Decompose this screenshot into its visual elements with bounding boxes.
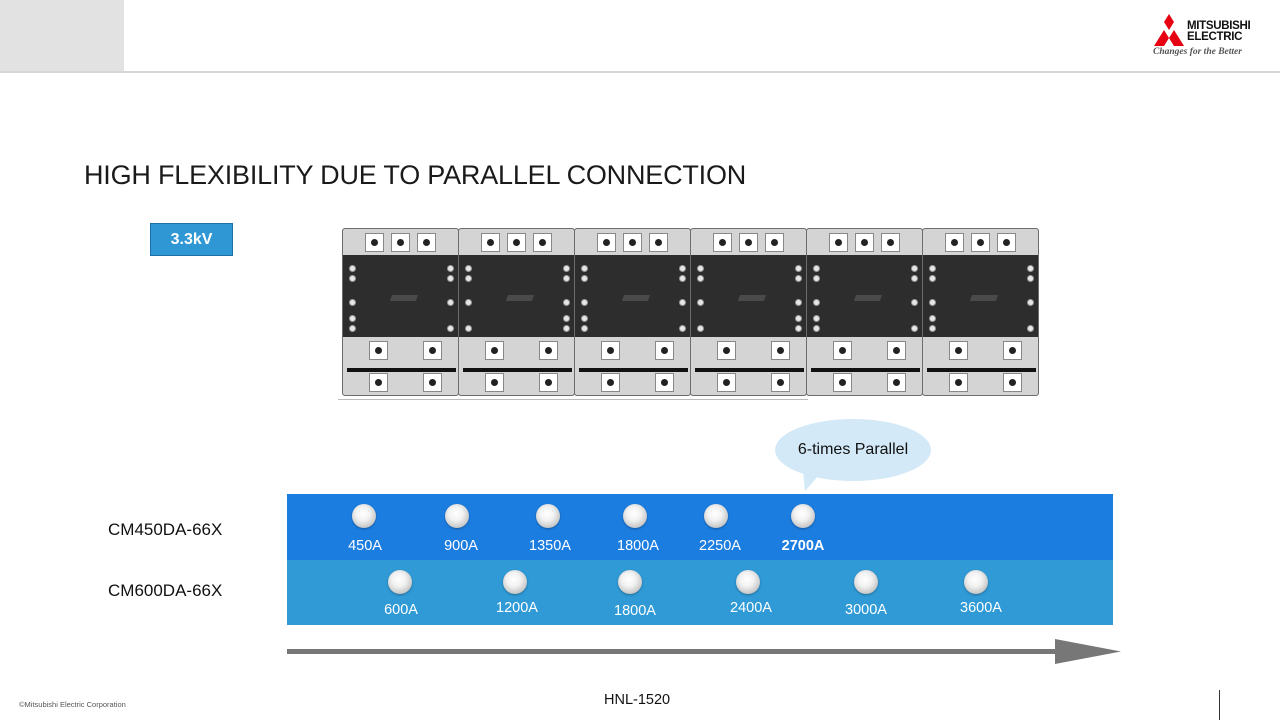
- current-marker-dot: [623, 504, 647, 528]
- current-label: 1800A: [617, 538, 659, 554]
- header-gray-block: [0, 0, 124, 72]
- current-marker-dot: [791, 504, 815, 528]
- current-marker-dot: [704, 504, 728, 528]
- copyright-text: ©Mitsubishi Electric Corporation: [19, 700, 126, 709]
- current-marker-dot: [536, 504, 560, 528]
- igbt-module: [690, 228, 807, 396]
- cm450-band: [287, 494, 1113, 560]
- igbt-module: [922, 228, 1039, 396]
- igbt-module: [574, 228, 691, 396]
- igbt-module: [342, 228, 459, 396]
- increase-arrow-icon: [287, 639, 1121, 664]
- current-label: 600A: [384, 602, 418, 618]
- three-diamonds-icon: [1154, 14, 1184, 46]
- mitsubishi-electric-logo: MITSUBISHI ELECTRIC Changes for the Bett…: [1150, 12, 1270, 62]
- model-label-cm600: CM600DA-66X: [108, 581, 223, 600]
- model-label-cm450: CM450DA-66X: [108, 520, 223, 539]
- header-rule: [0, 71, 1280, 73]
- igbt-modules-image: [338, 228, 1042, 400]
- footer-divider: [1219, 690, 1220, 720]
- current-label: 450A: [348, 538, 382, 554]
- current-label: 1200A: [496, 600, 538, 616]
- current-marker-dot: [388, 570, 412, 594]
- slide-title: HIGH FLEXIBILITY DUE TO PARALLEL CONNECT…: [84, 160, 747, 190]
- current-marker-dot: [618, 570, 642, 594]
- current-label: 1800A: [614, 603, 656, 619]
- current-label: 900A: [444, 538, 478, 554]
- current-marker-dot: [854, 570, 878, 594]
- speech-bubble-icon: [775, 419, 931, 491]
- callout-text: 6-times Parallel: [797, 441, 909, 458]
- voltage-badge: 3.3kV: [150, 223, 233, 256]
- current-label: 2700A: [781, 538, 825, 554]
- document-number: HNL-1520: [604, 692, 671, 708]
- igbt-module: [458, 228, 575, 396]
- current-label: 3000A: [845, 602, 887, 618]
- current-label: 2400A: [730, 600, 772, 616]
- current-marker-dot: [964, 570, 988, 594]
- current-marker-dot: [352, 504, 376, 528]
- logo-tagline: Changes for the Better: [1153, 47, 1242, 57]
- current-label: 2250A: [699, 538, 741, 554]
- igbt-module: [806, 228, 923, 396]
- modules-baseline: [338, 399, 808, 400]
- current-marker-dot: [503, 570, 527, 594]
- current-marker-dot: [736, 570, 760, 594]
- current-label: 3600A: [960, 600, 1002, 616]
- parallel-callout: 6-times Parallel: [775, 419, 931, 491]
- logo-name-line1: MITSUBISHI: [1187, 20, 1251, 32]
- current-label: 1350A: [529, 538, 571, 554]
- logo-name-line2: ELECTRIC: [1187, 31, 1243, 43]
- current-marker-dot: [445, 504, 469, 528]
